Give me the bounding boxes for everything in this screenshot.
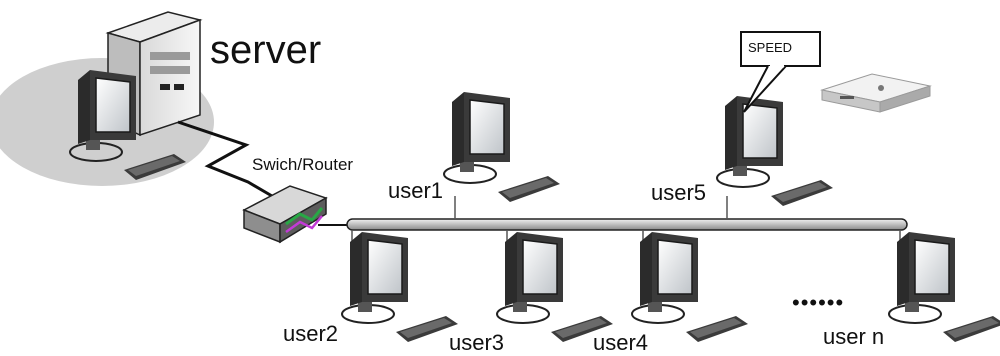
user1-label: user1 bbox=[388, 178, 444, 203]
user5-label: user5 bbox=[651, 180, 707, 205]
user3-computer-icon bbox=[496, 231, 614, 343]
router-label: Swich/Router bbox=[252, 155, 354, 174]
ellipsis-dots: •••••• bbox=[792, 290, 845, 315]
user4-label: user4 bbox=[593, 330, 649, 355]
network-bus bbox=[346, 218, 908, 231]
user4-computer-icon bbox=[631, 231, 749, 343]
speed-device-icon bbox=[820, 73, 932, 113]
user2-label: user2 bbox=[283, 321, 339, 346]
server-node bbox=[0, 11, 214, 186]
router-icon bbox=[242, 185, 328, 244]
user5-computer-icon bbox=[716, 95, 834, 207]
server-router-cable bbox=[177, 120, 273, 198]
user2-computer-icon bbox=[341, 231, 459, 343]
server-label: server bbox=[210, 28, 322, 72]
usern-computer-icon bbox=[888, 231, 1000, 343]
speed-callout bbox=[740, 31, 821, 113]
speed-label: SPEED bbox=[748, 40, 793, 55]
user3-label: user3 bbox=[449, 330, 505, 355]
user1-computer-icon bbox=[443, 91, 561, 203]
usern-label: user n bbox=[823, 324, 885, 349]
